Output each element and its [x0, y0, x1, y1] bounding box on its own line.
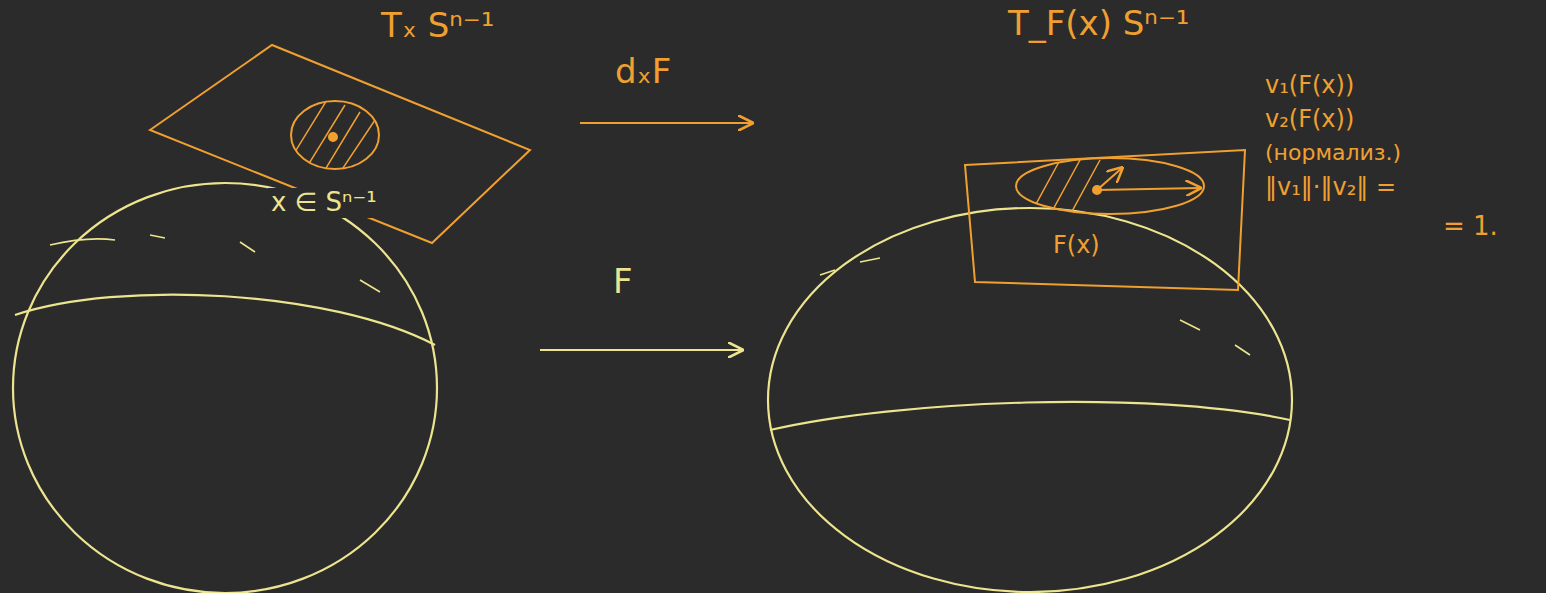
tangent-plane-left — [150, 45, 530, 243]
differential-arrow — [580, 122, 752, 124]
vector-label: v₁(F(x)) — [1262, 72, 1357, 100]
tangent-plane-right — [965, 150, 1245, 290]
formula: ‖v₁‖·‖v₂‖ = — [1262, 174, 1399, 202]
plane-label: T_F(x) Sⁿ⁻¹ — [1005, 4, 1193, 43]
point-label: F(x) — [1050, 232, 1103, 260]
note: (нормализ.) — [1262, 140, 1404, 165]
map-label: dₓF — [612, 52, 674, 91]
vector-label: v₂(F(x)) — [1262, 106, 1357, 134]
plane-label: Tₓ Sⁿ⁻¹ — [378, 6, 497, 45]
map-label: F — [610, 262, 636, 301]
sphere-left — [13, 183, 437, 593]
point-label: x ∈ Sⁿ⁻¹ — [268, 188, 380, 218]
map-arrow — [540, 349, 742, 351]
sphere-right — [768, 208, 1292, 592]
formula: = 1. — [1440, 212, 1501, 242]
